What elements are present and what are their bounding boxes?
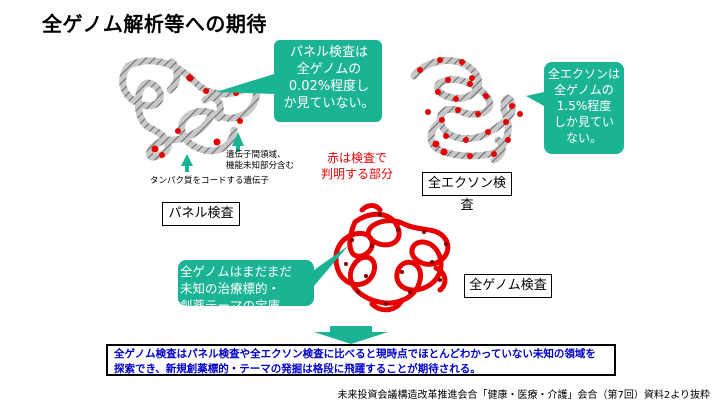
red-note-line: 赤は検査で xyxy=(326,151,387,165)
source-citation: 未来投資会議構造改革推進会合「健康・医療・介護」会合（第7回）資料2より抜粋 xyxy=(337,390,710,401)
panel-red-markers xyxy=(151,74,243,158)
exome-red-markers xyxy=(417,57,523,159)
panel-callout-line: 0.02%程度し xyxy=(288,79,370,94)
panel-callout-line: 全ゲノムの xyxy=(296,62,362,77)
panel-annotation-region: 遺伝子間領域、 機能未知部分含む xyxy=(226,150,294,172)
exome-label: 全エクソン検査 xyxy=(422,172,512,213)
red-note-line: 判明する部分 xyxy=(320,167,393,181)
down-arrow-icon xyxy=(314,326,388,344)
panel-annotation-gene: タンパク質をコードする遺伝子 xyxy=(150,176,270,186)
exome-callout-text: 全エクソンは 全ゲノムの 1.5%程度 しか見てい ない。 xyxy=(546,66,622,146)
panel-callout-text: パネル検査は 全ゲノムの 0.02%程度し か見ていない。 xyxy=(280,44,378,112)
red-legend-note: 赤は検査で 判明する部分 xyxy=(318,150,396,182)
panel-annotation-arrows xyxy=(181,132,244,172)
genome-dark-markers xyxy=(344,212,448,306)
genome-callout-line: 未知の治療標的・ xyxy=(180,281,281,296)
exome-callout-line: 全エクソンは xyxy=(547,67,620,81)
exome-callout-line: ない。 xyxy=(565,131,602,145)
panel-callout-bubble xyxy=(216,40,382,122)
exome-callout-line: しか見てい xyxy=(553,115,614,129)
exome-callout-line: 1.5%程度 xyxy=(556,99,612,113)
genome-callout-bubble xyxy=(178,246,348,306)
exome-callout-line: 全ゲノムの xyxy=(554,83,614,97)
genome-callout-line: 創薬テーマの宝庫 xyxy=(180,298,281,313)
genome-callout-line: 全ゲノムはまだまだ xyxy=(180,264,292,279)
panel-dna-strand xyxy=(119,57,260,161)
genome-red-strand xyxy=(333,203,451,313)
exome-callout-bubble xyxy=(526,62,624,154)
conclusion-line: 全ゲノム検査はパネル検査や全エクソン検査に比べると現時点でほとんどわかっていない… xyxy=(114,348,596,360)
conclusion-line: 探索でき、新規創薬標的・テーマの発掘は格段に飛躍することが期待される。 xyxy=(114,363,481,375)
annotation-line: 遺伝子間領域、 xyxy=(226,150,286,160)
panel-label: パネル検査 xyxy=(162,202,240,226)
panel-callout-line: パネル検査は xyxy=(289,45,368,60)
conclusion-box: 全ゲノム検査はパネル検査や全エクソン検査に比べると現時点でほとんどわかっていない… xyxy=(106,344,616,376)
genome-callout-text: 全ゲノムはまだまだ 未知の治療標的・ 創薬テーマの宝庫 xyxy=(180,263,312,314)
panel-callout-line: か見ていない。 xyxy=(283,96,375,111)
page-title: 全ゲノム解析等への期待 xyxy=(42,12,267,36)
genome-label: 全ゲノム検査 xyxy=(464,274,552,298)
annotation-line: 機能未知部分含む xyxy=(226,161,295,171)
